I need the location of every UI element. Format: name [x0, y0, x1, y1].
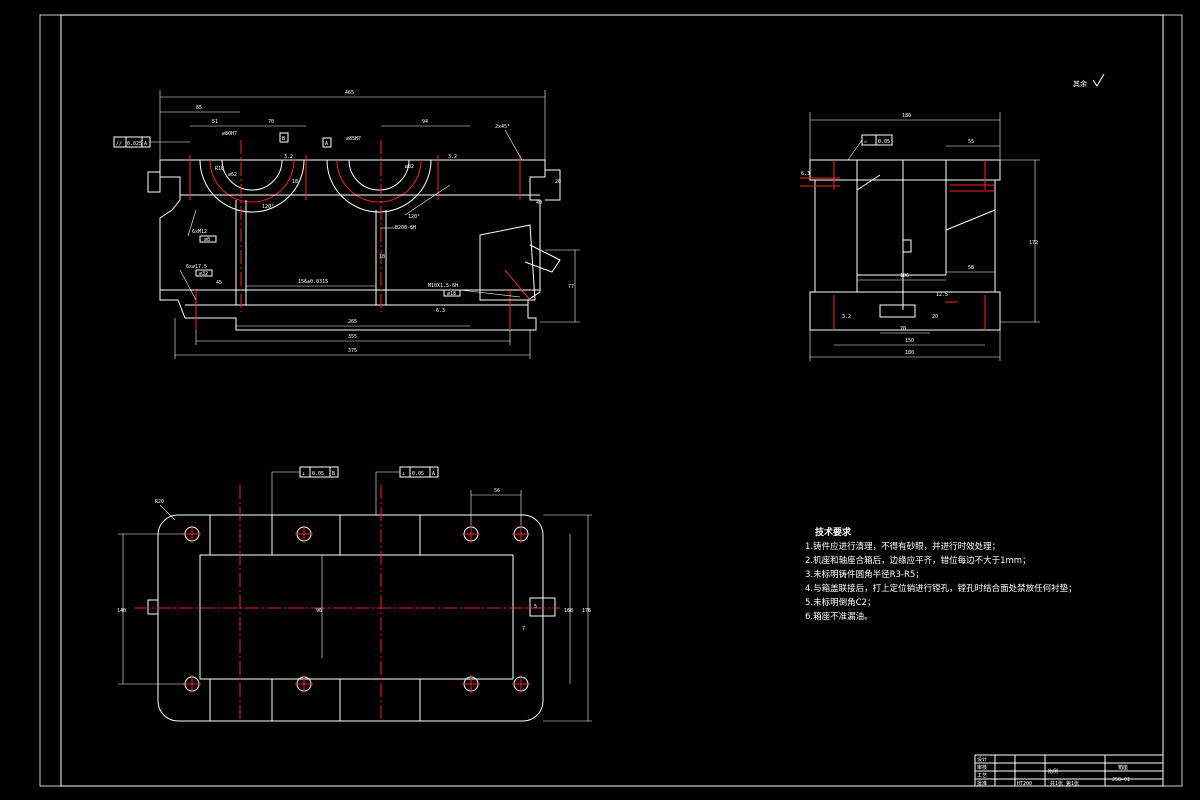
- side-dim-small-20: 20: [932, 314, 938, 320]
- tech-req-item: 4.与箱盖联接后，打上定位销进行镗孔，镗孔时结合面处禁放任何衬垫；: [805, 583, 1077, 594]
- tech-req-item: 1.铸件应进行清理，不得有砂眼，并进行时效处理；: [805, 541, 1000, 552]
- dim-height-small: 18: [292, 179, 298, 185]
- side-dim-top-55: 55: [968, 139, 974, 145]
- roughness-note: 其余: [1073, 79, 1087, 88]
- roughness-symbol: [1092, 73, 1105, 87]
- hole2-sub: ⌀32: [199, 271, 208, 277]
- hole-callout: 6xM12: [192, 229, 207, 235]
- dim-span-70: 70: [268, 119, 274, 125]
- tech-req-title: 技术要求: [815, 526, 852, 538]
- plan-dim-height-168: 168: [564, 608, 573, 614]
- plan-fcf-b-ref: A: [432, 471, 435, 477]
- tb-part-name: 箱座: [1118, 764, 1128, 771]
- rough-front-1: 3.2: [284, 154, 293, 160]
- plan-fcf-a-ref: B: [332, 471, 335, 477]
- dim-right-20: 20: [555, 179, 561, 185]
- side-dim-top-180: 180: [902, 113, 911, 119]
- dim-angle-b: 120°: [408, 214, 420, 220]
- hole-sub: ⌀8: [204, 237, 210, 243]
- plan-dim-height-176: 176: [582, 608, 591, 614]
- rough-front-3: 6.3: [436, 308, 445, 314]
- dim-overall-top: 465: [345, 90, 354, 96]
- dim-bore-fit2: ⌀85H7: [346, 136, 361, 142]
- dim-bore-a: ⌀62: [228, 172, 237, 178]
- hole2-callout: 6x⌀17.5: [186, 264, 207, 270]
- svg-text:▱: ▱: [864, 139, 867, 145]
- plan-bolt-holes: [183, 525, 530, 693]
- tb-row-label: 批准: [977, 780, 987, 787]
- fcf-parallel-ref: A: [144, 141, 147, 147]
- plan-fcf-b-tol: 0.05: [412, 471, 424, 477]
- plan-fcf-a-tol: 0.05: [312, 471, 324, 477]
- fcf-parallel-symbol: //: [116, 141, 122, 147]
- dim-center-18: 18: [379, 254, 385, 260]
- thread-callout: M10X1.5-6H: [428, 283, 458, 289]
- dim-span-94: 94: [422, 119, 428, 125]
- technical-requirements: 技术要求 1.铸件应进行清理，不得有砂眼，并进行时效处理； 2.机座和轴座合箱后…: [805, 526, 1077, 622]
- dim-r18: R18: [215, 166, 224, 172]
- inner-border: [60, 14, 1164, 787]
- dim-bore-b: ⌀82: [405, 164, 414, 170]
- tb-row-label: 工艺: [977, 773, 987, 779]
- plan-view: 140 96 168 176 56 7 5 R20 ⊥ 0.05 B ⊥ 0.0…: [117, 466, 592, 722]
- side-dim-bot-150: 150: [905, 338, 914, 344]
- plan-dim-small-7: 7: [522, 626, 525, 632]
- side-rough: 6.3: [801, 171, 810, 177]
- plan-dim-height-140: 140: [117, 608, 126, 614]
- dim-left-45: 45: [216, 280, 222, 286]
- tb-row-label: 审核: [977, 764, 987, 771]
- tb-scale-label: 比例: [1048, 768, 1058, 775]
- dim-bottom-355: 355: [348, 334, 357, 340]
- plan-fcf-a-symbol: ⊥: [302, 471, 305, 477]
- plan-dim-radius: R20: [155, 499, 164, 505]
- tb-drawing-no: JSQ-01: [1112, 777, 1130, 783]
- plan-dim-span-56: 56: [494, 488, 500, 494]
- title-block: 设计 审核 工艺 批准 HT200 比例 共1张 第1张 箱座 JSQ-01: [974, 754, 1164, 787]
- dim-bore-fit: ⌀80H7: [222, 131, 237, 137]
- dim-right-40: 40: [536, 200, 542, 206]
- thread-sub: ⌀18: [447, 291, 456, 297]
- dim-left-offset: 85: [196, 105, 202, 111]
- side-dim-bot-180: 180: [905, 350, 914, 356]
- side-dim-mid-106: 106: [900, 273, 909, 279]
- dim-height-77: 77: [568, 284, 574, 290]
- fcf-parallel-tol: 0.025: [127, 141, 142, 147]
- side-rough-3: 12.5: [936, 292, 948, 298]
- tech-req-item: 3.未标明铸件圆角半径R3-R5；: [805, 569, 924, 580]
- side-rough-2: 3.2: [842, 314, 851, 320]
- side-dim-height-172: 172: [1029, 240, 1038, 246]
- dim-bottom-375: 375: [348, 348, 357, 354]
- front-view: 465 85 51 70 94 // 0.025 A B A ⌀80H7 ⌀85…: [113, 90, 580, 359]
- bore-note: B200-6H: [395, 225, 416, 231]
- tech-req-item: 2.机座和轴座合箱后，边缘应平齐，错位每边不大于1mm；: [805, 555, 1031, 566]
- tech-req-item: 5.未标明倒角C2；: [805, 597, 875, 608]
- side-dim-bot-70: 70: [900, 326, 906, 332]
- dim-angle-a: 120°: [262, 204, 274, 210]
- tb-sheet-info: 共1张 第1张: [1050, 780, 1079, 787]
- tech-req-item: 6.箱座不准漏油。: [805, 611, 873, 622]
- side-view: 180 55 ▱ 0.05 172 106 58 70 150 180 20 6…: [800, 112, 1040, 361]
- side-fcf-tol: 0.05: [878, 139, 890, 145]
- plan-fcf-b-symbol: ⊥: [402, 471, 405, 477]
- datum-a: A: [325, 141, 328, 147]
- dim-span-51: 51: [212, 119, 218, 125]
- plan-dim-small-5: 5: [534, 604, 537, 610]
- datum-b: B: [282, 136, 285, 142]
- plan-dim-height-96: 96: [316, 608, 322, 614]
- side-dim-mid-58: 58: [968, 265, 974, 271]
- tb-row-label: 设计: [977, 756, 987, 763]
- dim-chamfer: 2x45°: [495, 124, 510, 130]
- dim-bottom-265: 265: [348, 319, 357, 325]
- rough-front-2: 3.2: [448, 154, 457, 160]
- dim-inner-width: 156±0.0315: [298, 279, 328, 285]
- tb-material: HT200: [1017, 781, 1032, 787]
